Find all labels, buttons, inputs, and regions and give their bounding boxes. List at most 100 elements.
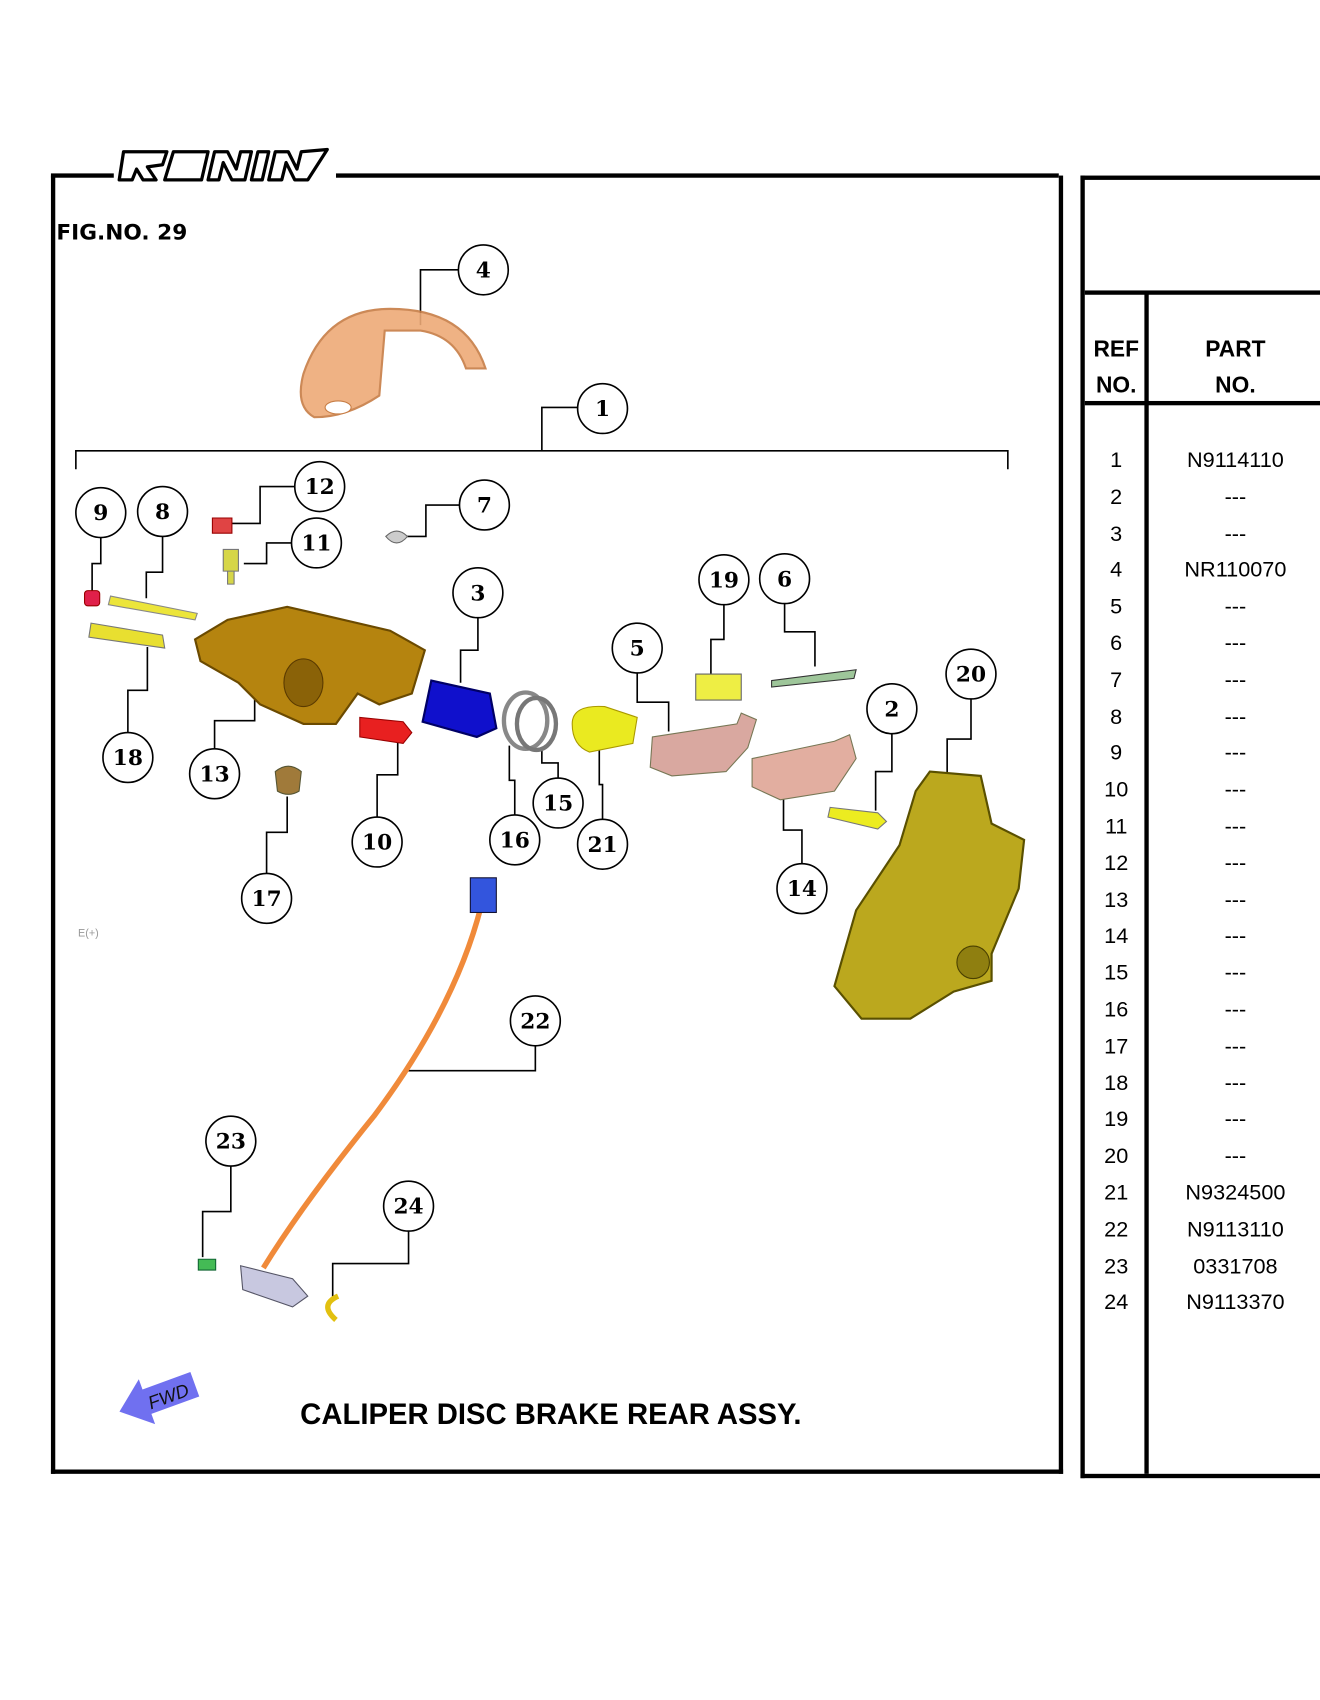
callout-circle [351,816,403,868]
callout-number: 23 [216,1130,246,1155]
table-row: 7--- [1085,668,1320,705]
callout-14: 14 [776,862,828,915]
part-11-bleeder-screw [222,548,239,585]
part-14-brake-pad [751,734,857,801]
table-row: 18--- [1085,1071,1320,1108]
callout-1: 1 [576,382,629,435]
frame-top-line-right [335,173,1059,178]
part-number: N9113370 [1186,1291,1285,1315]
callout-19: 19 [698,554,750,606]
ref-number: 19 [1104,1107,1129,1132]
ref-number: 11 [1104,814,1128,839]
table-row: 3--- [1085,522,1320,559]
header-ref-line2: NO. [1095,372,1137,398]
part-9-cap [83,590,101,607]
header-part-no: PART NO. [1149,332,1320,404]
callout-number: 13 [200,762,230,787]
callout-circle [290,517,343,569]
header-part-line2: NO. [1215,372,1256,398]
part-number: --- [1224,924,1247,949]
callout-number: 24 [393,1195,423,1220]
table-row: 24 N9113370 [1085,1291,1320,1328]
callout-number: 20 [956,663,986,688]
callout-number: 14 [787,877,817,902]
header-ref-line1: REF [1093,337,1139,362]
table-row: 9--- [1085,742,1320,779]
ref-number: 17 [1104,1034,1129,1059]
part-4-caliper-cover [299,307,487,419]
callout-number: 7 [477,494,492,519]
part-20-caliper-bracket [833,770,1026,1020]
callout-4: 4 [457,244,510,296]
fwd-arrow: FWD [119,1372,200,1425]
part-number: --- [1224,888,1247,913]
callout-circle [205,1115,257,1167]
table-row: 19 --- [1085,1108,1320,1145]
part-number: --- [1224,814,1247,839]
callout-number: 6 [777,567,792,592]
part-number: --- [1224,1107,1247,1132]
table-row: 6 --- [1085,632,1320,669]
callout-5: 5 [611,622,663,674]
part-8-pin [107,595,198,621]
part-18-pin-bolt [88,622,166,649]
table-divider [1084,400,1320,406]
callout-circle [458,479,511,531]
part-23-bolt [197,1258,217,1271]
callout-21: 21 [576,818,629,870]
callout-number: 4 [476,258,491,283]
table-row: 11 --- [1085,815,1320,852]
ref-number: 13 [1104,888,1129,913]
part-15-seal [514,695,559,753]
ref-number: 6 [1110,631,1123,656]
callout-number: 18 [113,746,143,771]
part-number: --- [1224,631,1247,656]
ronin-logo [114,143,336,187]
ref-number: 22 [1104,1217,1129,1242]
ref-number: 24 [1104,1291,1129,1315]
table-row: 20--- [1085,1145,1320,1182]
callout-number: 3 [470,581,485,606]
ref-number: 14 [1104,924,1129,949]
ref-number: 4 [1110,558,1123,583]
part-5-brake-pad [649,712,758,777]
callout-circle [576,382,629,435]
part-2-pin-bolt [827,806,888,830]
part-number: --- [1224,705,1247,729]
table-row: 12--- [1085,852,1320,889]
part-10-piston-small [359,716,413,745]
part-number: N9113110 [1187,1217,1284,1242]
ref-number: 12 [1104,851,1129,876]
callout-number: 9 [93,501,108,526]
callout-number: 11 [301,532,331,557]
part-number: --- [1224,1034,1247,1059]
part-12-bleeder-cap [211,517,233,534]
callout-number: 16 [500,828,530,853]
callout-9: 9 [75,486,127,539]
callout-number: 12 [305,475,335,500]
table-row: 22 N9113110 [1085,1218,1320,1255]
part-number: --- [1224,1071,1247,1096]
leader-line [541,406,578,451]
part-6-pad-spring [771,669,857,688]
callout-circle [75,486,127,539]
callout-24: 24 [382,1180,435,1232]
part-7-spring-clip [385,530,409,544]
callout-number: 22 [520,1009,550,1034]
callout-18: 18 [102,731,154,784]
callout-circle [293,460,346,513]
callout-circle [532,777,584,829]
part-number: --- [1224,741,1247,766]
callout-11: 11 [290,517,343,569]
part-number: 0331708 [1193,1254,1278,1279]
callout-10: 10 [351,816,403,868]
table-divider [1084,290,1320,295]
part-number: --- [1224,595,1247,619]
diagram-frame [50,175,1064,1474]
callout-7: 7 [458,479,511,531]
column-divider [1144,292,1149,1474]
ref-number: 2 [1110,485,1123,510]
header-ref-no: REF NO. [1085,332,1148,404]
part-21-boot [571,705,638,753]
